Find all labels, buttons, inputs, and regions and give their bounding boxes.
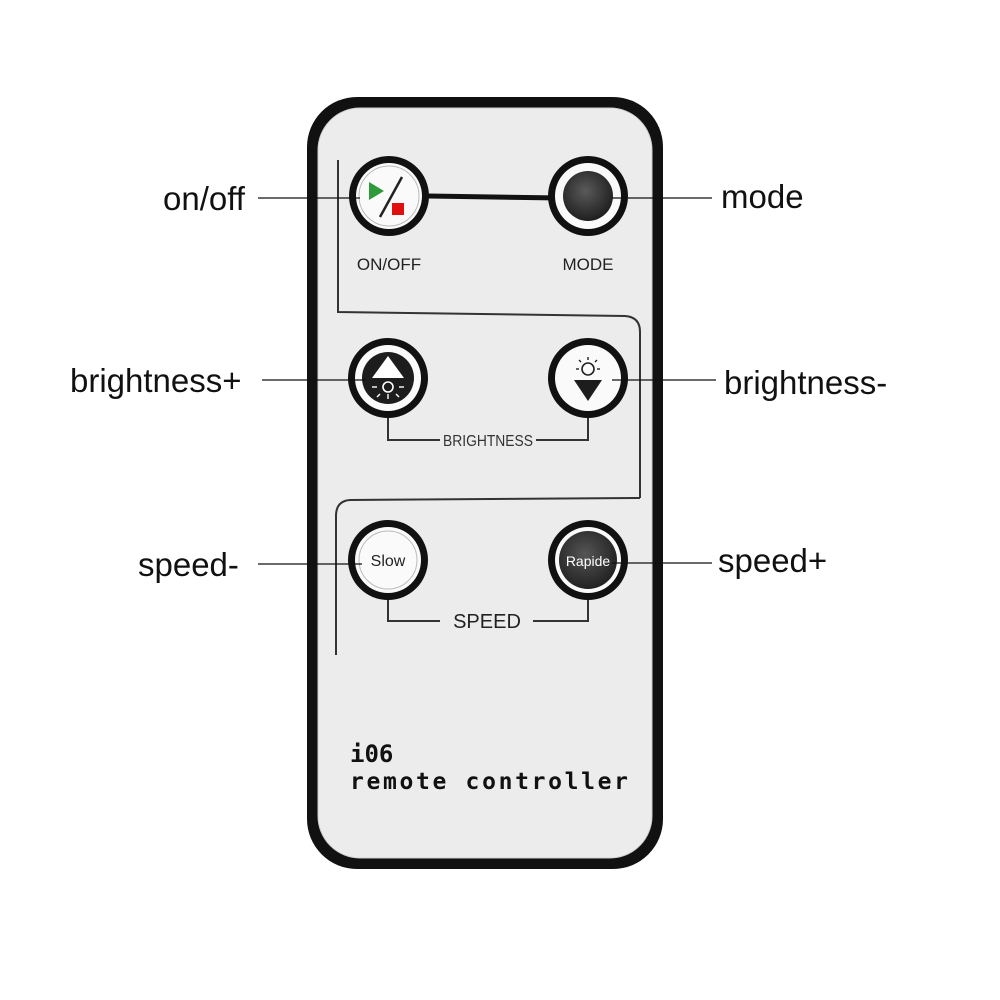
- middle-section-outline: [335, 497, 641, 655]
- brightness-bracket: [387, 412, 589, 441]
- brightness-group-label: BRIGHTNESS: [443, 433, 533, 450]
- brightness-up-icon: [372, 356, 404, 399]
- model-number: i06: [350, 740, 393, 768]
- slow-label: Slow: [371, 553, 406, 570]
- callout-brightness-down: brightness-: [724, 364, 888, 401]
- play-stop-icon: [369, 176, 404, 218]
- brightness-down-button[interactable]: [548, 338, 628, 418]
- remote-face: [317, 107, 653, 859]
- on-off-button[interactable]: [349, 156, 429, 236]
- rapide-button[interactable]: [548, 520, 628, 600]
- callout-speed-up: speed+: [718, 542, 828, 579]
- top-connector-bar: [427, 193, 561, 201]
- brightness-up-button[interactable]: [348, 338, 428, 418]
- top-section-outline: [337, 160, 641, 498]
- callout-speed-down: speed-: [138, 546, 239, 583]
- speed-bracket: [387, 592, 589, 622]
- callout-brightness-up: brightness+: [70, 362, 242, 399]
- brightness-down-icon: [574, 357, 602, 401]
- remote-caption: remote controller: [350, 769, 628, 795]
- slow-button[interactable]: [348, 520, 428, 600]
- speed-group-label: SPEED: [453, 611, 521, 633]
- mode-button[interactable]: [548, 156, 628, 236]
- on-off-label: ON/OFF: [357, 255, 421, 274]
- callout-mode: mode: [721, 178, 804, 215]
- mode-label: MODE: [563, 255, 614, 274]
- callout-on-off: on/off: [163, 180, 245, 217]
- rapide-label: Rapide: [566, 553, 611, 569]
